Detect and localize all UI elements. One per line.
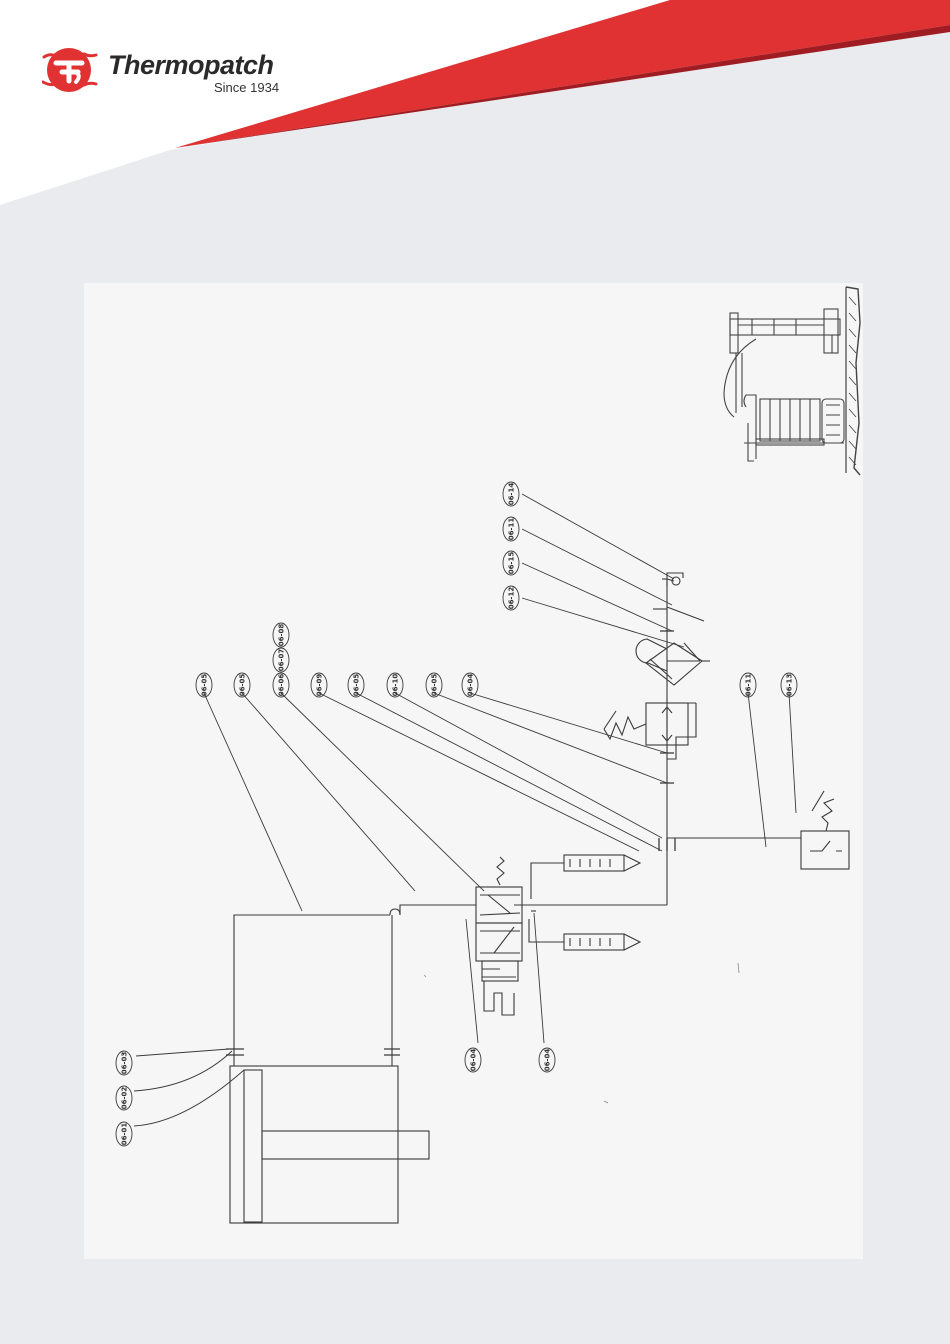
part-tags: 06-01 06-02 06-03 06-04 06-04 06-05 06-05 06-06… [116,482,797,1146]
part-tag: 06-05 [348,673,364,697]
part-tag: 06-10 [387,673,403,697]
part-tag-label: 06-06 [278,674,286,697]
pressure-regulator [604,703,688,745]
brand-name: Thermopatch [108,50,274,81]
part-tag: 06-07 [273,648,289,672]
part-tag-label: 06-14 [508,483,516,506]
exhaust-silencers [564,855,640,950]
part-tag: 06-04 [539,1048,555,1072]
part-tag-label: 06-05 [353,674,361,697]
part-tag: 06-12 [503,586,519,610]
machine-sketch [724,287,860,475]
part-tag-label: 06-04 [467,674,475,697]
part-tag: 06-11 [503,517,519,541]
part-tag-label: 06-04 [470,1049,478,1072]
part-tag: 06-11 [740,673,756,697]
brand-tagline: Since 1934 [214,80,279,95]
part-tag-label: 06-11 [508,518,516,541]
part-tag: 06-04 [462,673,478,697]
part-tag-label: 06-04 [544,1049,552,1072]
schematic-sheet: 06-01 06-02 06-03 06-04 06-04 06-05 06-05 06-06… [84,283,863,1259]
leader-lines [134,494,796,1126]
part-tag: 06-05 [234,673,250,697]
part-tag: 06-05 [196,673,212,697]
part-tag-label: 06-03 [121,1052,129,1075]
pressure-switch [801,791,849,869]
pneumatic-schematic: 06-01 06-02 06-03 06-04 06-04 06-05 06-05 06-06… [84,283,863,1259]
part-tag-label: 06-12 [508,587,516,610]
part-tag: 06-14 [503,482,519,506]
part-tag: 06-01 [116,1122,132,1146]
part-tag: 06-03 [116,1051,132,1075]
part-tag-label: 06-02 [121,1087,129,1110]
part-tag-label: 06-08 [278,624,286,647]
brand-logo: Thermopatch Since 1934 [42,44,302,104]
part-tag-label: 06-09 [316,674,324,697]
part-tag-label: 06-05 [201,674,209,697]
part-tag-label: 06-15 [508,552,516,575]
part-tag: 06-08 [273,623,289,647]
thermopatch-emblem-icon [42,44,98,96]
scan-speckles [424,963,739,1103]
part-tag: 06-13 [781,673,797,697]
part-tag-label: 06-05 [431,674,439,697]
fittings [226,631,675,1055]
pneumatic-lines [234,573,801,1066]
header-banner [0,0,950,210]
part-tag: 06-02 [116,1086,132,1110]
part-tag-label: 06-07 [278,649,286,672]
pneumatic-cylinder [230,1066,429,1223]
part-tag-label: 06-01 [121,1123,129,1146]
part-tag: 06-04 [465,1048,481,1072]
part-tag: 06-06 [273,673,289,697]
part-tag: 06-09 [311,673,327,697]
directional-valve [476,857,522,1015]
part-tag-label: 06-11 [745,674,753,697]
part-tag-label: 06-13 [786,674,794,697]
part-tag-label: 06-05 [239,674,247,697]
filter-element [646,577,710,685]
part-tag: 06-05 [426,673,442,697]
part-tag-label: 06-10 [392,674,400,697]
part-tag: 06-15 [503,551,519,575]
